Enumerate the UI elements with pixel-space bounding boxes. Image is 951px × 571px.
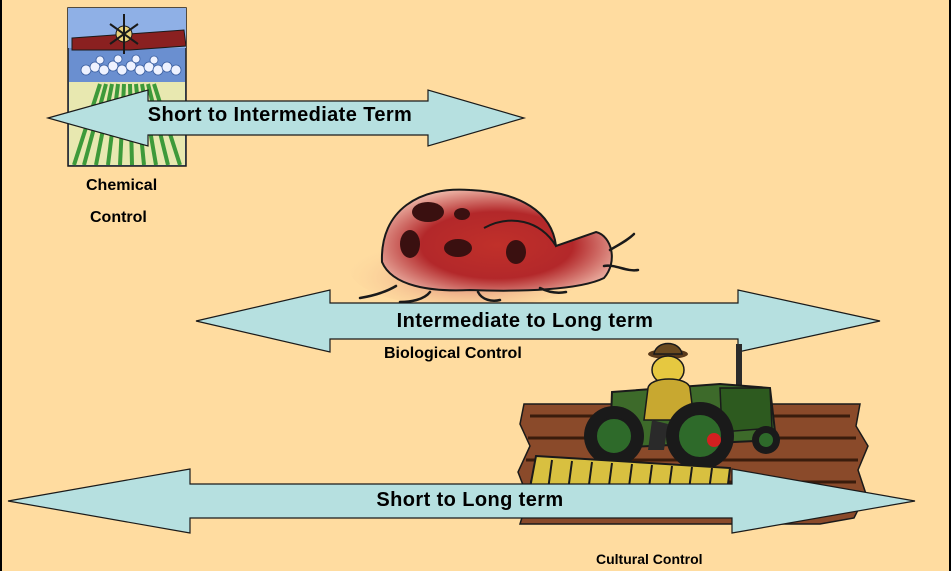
crop-duster-field-icon (68, 8, 186, 166)
chemical-control-caption-line2: Control (90, 209, 147, 227)
chemical-control-caption-line1: Chemical (86, 177, 157, 195)
biological-control-caption: Biological Control (384, 345, 522, 363)
short-to-intermediate-label: Short to Intermediate Term (70, 104, 490, 127)
intermediate-to-long-label: Intermediate to Long term (250, 310, 800, 333)
cultural-control-caption: Cultural Control (596, 551, 703, 567)
short-to-long-label: Short to Long term (40, 489, 900, 512)
